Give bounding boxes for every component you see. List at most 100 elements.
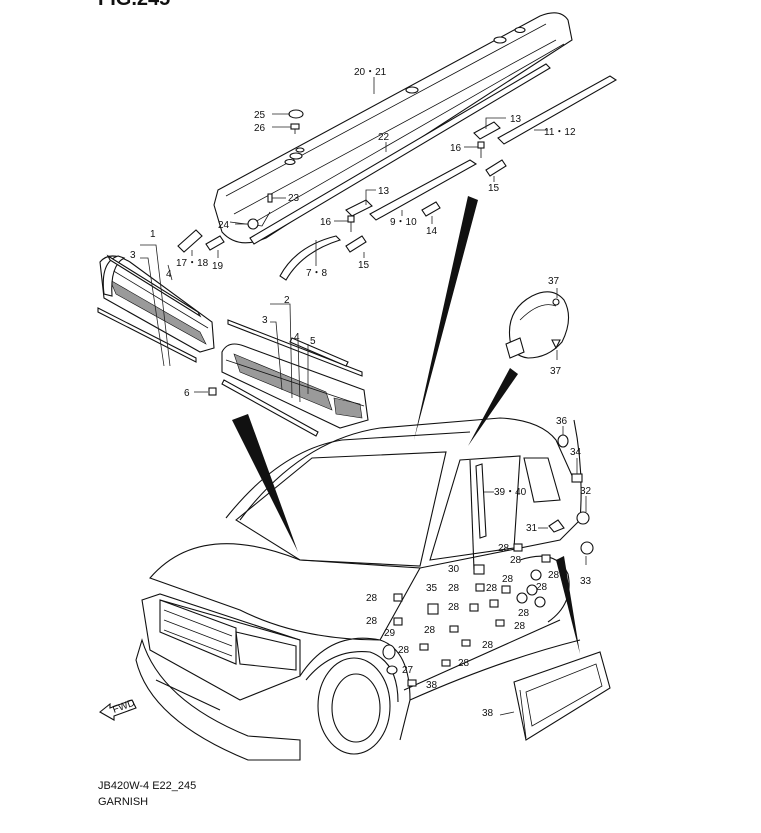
callout-34: 34	[570, 447, 582, 458]
wheel-well-garnish[interactable]	[513, 651, 611, 741]
callout-3: 3	[262, 315, 268, 326]
callout-28: 28	[366, 593, 378, 604]
clip-27[interactable]	[386, 665, 398, 675]
clip-29[interactable]	[382, 644, 396, 660]
callout-29: 29	[384, 628, 396, 639]
callout-28: 28	[498, 543, 510, 554]
clip-36[interactable]	[557, 434, 569, 448]
clip-15-lower[interactable]	[345, 235, 367, 253]
callout-33: 33	[580, 576, 592, 587]
screw-16-upper[interactable]	[477, 141, 485, 158]
callout-28: 28	[510, 555, 522, 566]
callout-13: 13	[378, 186, 390, 197]
fwd-label: FWD	[111, 698, 136, 716]
callout-28: 28	[366, 616, 378, 627]
callout-26: 26	[254, 123, 266, 134]
callout-35: 35	[426, 583, 438, 594]
clip-30[interactable]	[473, 564, 485, 575]
callout-39-40: 39・40	[494, 487, 527, 498]
clip-31[interactable]	[548, 519, 565, 533]
clip-14[interactable]	[421, 201, 441, 217]
callout-30: 30	[448, 564, 460, 575]
callout-28: 28	[536, 582, 548, 593]
callout-4: 4	[294, 332, 300, 343]
callout-28: 28	[514, 621, 526, 632]
callout-15: 15	[358, 260, 370, 271]
callout-32: 32	[580, 486, 592, 497]
screw-23[interactable]	[267, 193, 273, 203]
cowl-weatherstrip-upper[interactable]	[97, 254, 202, 363]
callout-25: 25	[254, 110, 266, 121]
clip-32[interactable]	[576, 511, 590, 525]
fwd-arrow-icon: FWD	[99, 698, 137, 721]
callout-31: 31	[526, 523, 538, 534]
callout-24: 24	[218, 220, 230, 231]
callout-6: 6	[184, 388, 190, 399]
clip-35[interactable]	[427, 603, 439, 615]
cowl-garnish-upper[interactable]	[99, 255, 215, 353]
clip-15-upper[interactable]	[485, 159, 507, 177]
callout-20-21: 20・21	[354, 67, 387, 78]
cowl-garnish-lower[interactable]	[221, 343, 369, 429]
callout-28: 28	[398, 645, 410, 656]
callout-5: 5	[310, 336, 316, 347]
fuel-filler-door[interactable]	[505, 291, 570, 359]
clip-6[interactable]	[208, 387, 217, 396]
callout-11-12: 11・12	[544, 127, 576, 138]
callout-23: 23	[288, 193, 300, 204]
callout-28: 28	[448, 583, 460, 594]
clip-28[interactable]	[393, 543, 551, 687]
callout-28: 28	[518, 608, 530, 619]
leader-lines	[140, 77, 587, 716]
drip-molding-rear[interactable]	[497, 75, 618, 145]
callout-28: 38	[426, 680, 438, 691]
callout-labels: 20・21 25 26 22 13 11・12 16 15 23 13 24 1…	[130, 67, 592, 691]
cap-25[interactable]	[288, 109, 304, 119]
roof-molding[interactable]	[249, 63, 551, 245]
figure-title: FIG.245	[98, 0, 170, 11]
pointer-wedge	[232, 196, 580, 654]
callout-22: 22	[378, 132, 390, 143]
front-pillar-molding[interactable]	[279, 235, 342, 281]
callout-28: 28	[448, 602, 460, 613]
callout-16: 16	[450, 143, 462, 154]
callout-1: 1	[150, 229, 156, 240]
callout-28: 28	[502, 574, 514, 585]
screw-16-lower[interactable]	[347, 215, 355, 232]
callout-28: 28	[482, 640, 494, 651]
roof-molding-end[interactable]	[177, 229, 203, 253]
callout-28: 28	[548, 570, 560, 581]
callout-14: 14	[426, 226, 438, 237]
callout-27: 27	[402, 665, 414, 676]
callout-17-18: 17・18	[176, 258, 209, 269]
clip-19[interactable]	[205, 235, 225, 251]
cowl-weatherstrip-lower[interactable]	[221, 319, 363, 437]
callout-15: 15	[488, 183, 500, 194]
callout-37: 37	[550, 366, 562, 377]
vehicle-body	[135, 417, 582, 761]
figure-name: GARNISH	[98, 796, 149, 808]
callout-19: 19	[212, 261, 224, 272]
callout-37: 37	[548, 276, 560, 287]
callout-28: 28	[458, 658, 470, 669]
roof-rail[interactable]	[213, 12, 573, 244]
callout-28: 28	[424, 625, 436, 636]
callout-28: 28	[486, 583, 498, 594]
molding-end-cap[interactable]	[345, 121, 501, 217]
callout-4: 4	[166, 269, 172, 280]
clip-33[interactable]	[580, 541, 594, 555]
callout-36: 36	[556, 416, 568, 427]
callout-16: 16	[320, 217, 332, 228]
clip-34[interactable]	[571, 473, 583, 483]
callout-9-10: 9・10	[390, 217, 417, 228]
drip-molding-front[interactable]	[369, 159, 478, 221]
bolt-26[interactable]	[290, 123, 300, 134]
callout-3: 3	[130, 250, 136, 261]
callout-13: 13	[510, 114, 522, 125]
nut-24[interactable]	[247, 218, 259, 230]
callout-7-8: 7・8	[306, 268, 328, 279]
callout-38-real: 38	[482, 708, 494, 719]
callout-2: 2	[284, 295, 290, 306]
figure-code: JB420W-4 E22_245	[98, 780, 197, 792]
